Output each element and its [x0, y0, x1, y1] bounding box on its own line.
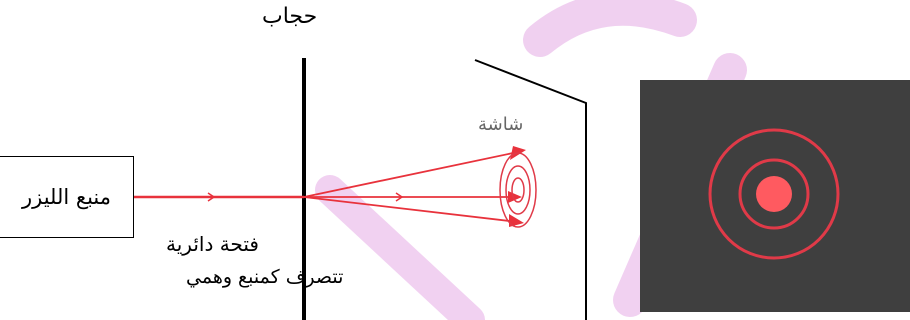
- laser-source-box: منبع الليزر: [0, 156, 134, 238]
- aperture-label: فتحة دائرية: [166, 232, 259, 256]
- arrowhead-icon: [509, 214, 524, 227]
- central-bright-spot: [756, 176, 792, 212]
- screen-pattern: [499, 152, 537, 228]
- arrowhead-icon: [508, 191, 522, 203]
- diffraction-rings: [708, 128, 840, 260]
- screen-outline: [474, 59, 587, 320]
- barrier-label: حجاب: [262, 4, 318, 29]
- screen-label: شاشة: [478, 114, 524, 135]
- virtual-source-label: تتصرف كمنبع وهمي: [186, 266, 344, 288]
- arrowhead-icon: [395, 192, 404, 202]
- arrowhead-icon: [207, 192, 216, 202]
- beam-upper: [303, 151, 519, 198]
- beam-lower: [303, 196, 519, 223]
